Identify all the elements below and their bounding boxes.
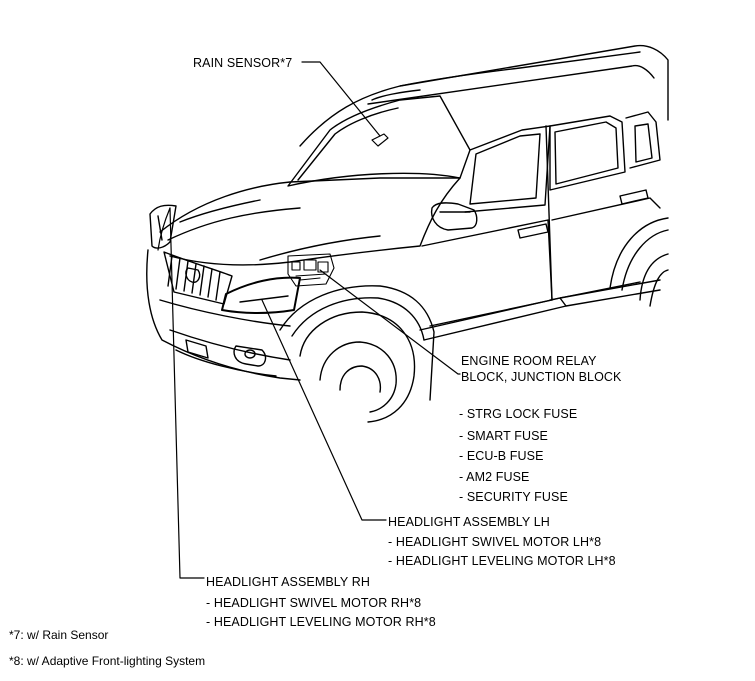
rear-wheel	[639, 253, 669, 301]
headlight-lh	[221, 276, 301, 314]
vehicle-body-outline	[299, 44, 669, 147]
side-window-rear	[549, 115, 626, 191]
front-fender	[279, 285, 435, 401]
hood	[159, 177, 461, 266]
headlight-rh	[149, 204, 177, 249]
engine-room-label-line2: BLOCK, JUNCTION BLOCK	[461, 370, 622, 384]
fuse-item-strg-lock: - STRG LOCK FUSE	[459, 407, 578, 421]
footnote-7: *7: w/ Rain Sensor	[9, 628, 109, 642]
rain-sensor-label: RAIN SENSOR*7	[193, 56, 293, 70]
door-handle-front	[517, 223, 549, 239]
leader-lines	[157, 61, 461, 579]
rear-fender	[609, 217, 669, 289]
relay-block	[287, 253, 335, 287]
headlight-rh-label: HEADLIGHT ASSEMBLY RH	[206, 575, 370, 589]
windshield	[287, 95, 471, 187]
headlight-lh-label: HEADLIGHT ASSEMBLY LH	[388, 515, 550, 529]
headlight-rh-swivel-item: - HEADLIGHT SWIVEL MOTOR RH*8	[206, 596, 422, 610]
fuse-item-security: - SECURITY FUSE	[459, 490, 568, 504]
fuse-item-smart: - SMART FUSE	[459, 429, 548, 443]
fuse-item-ecu-b: - ECU-B FUSE	[459, 449, 544, 463]
footnote-8: *8: w/ Adaptive Front-lighting System	[9, 654, 206, 668]
fuse-item-am2: - AM2 FUSE	[459, 470, 530, 484]
headlight-lh-swivel-item: - HEADLIGHT SWIVEL MOTOR LH*8	[388, 535, 602, 549]
side-mirror	[430, 202, 478, 231]
side-window-front	[469, 133, 541, 205]
engine-room-label-line1: ENGINE ROOM RELAY	[461, 354, 597, 368]
headlight-rh-leveling-item: - HEADLIGHT LEVELING MOTOR RH*8	[206, 615, 436, 629]
door-handle-rear	[619, 189, 649, 205]
front-grille	[163, 251, 233, 305]
front-wheel	[299, 311, 416, 423]
headlight-lh-leveling-item: - HEADLIGHT LEVELING MOTOR LH*8	[388, 554, 616, 568]
